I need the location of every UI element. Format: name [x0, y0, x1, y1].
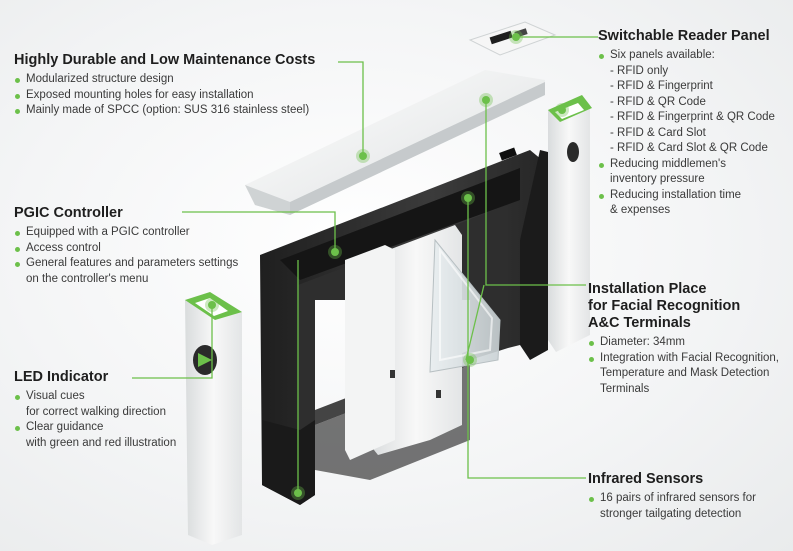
feature-item: 16 pairs of infrared sensors for	[588, 491, 756, 507]
marker-led	[205, 298, 219, 312]
feature-item: - RFID & Card Slot	[610, 126, 706, 139]
feature-item: - RFID & Fingerprint	[610, 80, 713, 92]
section-switchable-reader-panel: Switchable Reader Panel Six panels avail…	[598, 28, 775, 219]
feature-item: Mainly made of SPCC (option: SUS 316 sta…	[14, 103, 315, 119]
feature-item: Six panels available:	[598, 48, 775, 64]
marker-infrared-top	[461, 191, 475, 205]
feature-item: Terminals	[600, 382, 650, 395]
right-column	[548, 95, 592, 352]
feature-item: & expenses	[610, 204, 671, 216]
feature-item: Integration with Facial Recognition,	[588, 351, 779, 367]
section-heading: Switchable Reader Panel	[598, 28, 775, 45]
feature-item: with green and red illustration	[26, 436, 177, 449]
inner-body	[345, 225, 501, 460]
feature-item: inventory pressure	[610, 173, 705, 185]
heading-line: for Facial Recognition	[588, 298, 741, 314]
feature-item: General features and parameters settings	[14, 256, 238, 272]
feature-item: Modularized structure design	[14, 72, 315, 88]
feature-item: - RFID & Fingerprint & QR Code	[610, 111, 775, 123]
callout-markers	[205, 30, 569, 500]
feature-item: - RFID & Card Slot & QR Code	[610, 142, 768, 154]
heading-line: PGIC Controller	[14, 205, 123, 221]
feature-item: Clear guidance	[14, 420, 176, 436]
heading-line: Installation Place	[588, 281, 707, 297]
feature-item: - RFID only	[610, 64, 669, 77]
leader-lines	[132, 36, 598, 493]
heading-line: LED Indicator	[14, 369, 109, 385]
feature-item: Diameter: 34mm	[588, 335, 779, 351]
section-heading: Infrared Sensors	[588, 471, 756, 488]
feature-item: Temperature and Mask Detection	[600, 367, 770, 379]
feature-item: for correct walking direction	[26, 405, 166, 418]
section-heading: PGIC Controller	[14, 205, 238, 222]
marker-frame-bottom	[291, 486, 305, 500]
top-lid	[245, 70, 545, 215]
feature-item: stronger tailgating detection	[600, 507, 742, 520]
section-heading: LED Indicator	[14, 369, 176, 386]
feature-item: - RFID & QR Code	[610, 95, 706, 108]
feature-item: Equipped with a PGIC controller	[14, 225, 238, 241]
heading-line: Highly Durable and Low Maintenance Costs	[14, 52, 316, 68]
heading-line: A&C Terminals	[588, 315, 691, 331]
marker-install	[479, 93, 493, 107]
marker-infrared-mid	[463, 353, 477, 367]
feature-item: Access control	[14, 241, 238, 257]
left-column	[185, 292, 242, 545]
feature-item: Exposed mounting holes for easy installa…	[14, 88, 315, 104]
marker-right-panel	[555, 103, 569, 117]
section-durable: Highly Durable and Low Maintenance Costs…	[14, 52, 315, 119]
feature-item: Visual cues	[14, 389, 176, 405]
section-pgic-controller: PGIC Controller Equipped with a PGIC con…	[14, 205, 238, 287]
heading-line: Infrared Sensors	[588, 471, 704, 487]
marker-pgic	[328, 245, 342, 259]
feature-item: on the controller's menu	[26, 272, 149, 285]
feature-item: Reducing middlemen's	[598, 157, 775, 173]
section-infrared-sensors: Infrared Sensors 16 pairs of infrared se…	[588, 471, 756, 522]
marker-top-lid	[356, 149, 370, 163]
heading-line: Switchable Reader Panel	[598, 28, 770, 44]
section-items: Six panels available:- RFID only - RFID &…	[598, 48, 775, 219]
feature-item: Reducing installation time	[598, 188, 775, 204]
section-heading: Highly Durable and Low Maintenance Costs	[14, 52, 315, 69]
marker-reader	[509, 30, 523, 44]
